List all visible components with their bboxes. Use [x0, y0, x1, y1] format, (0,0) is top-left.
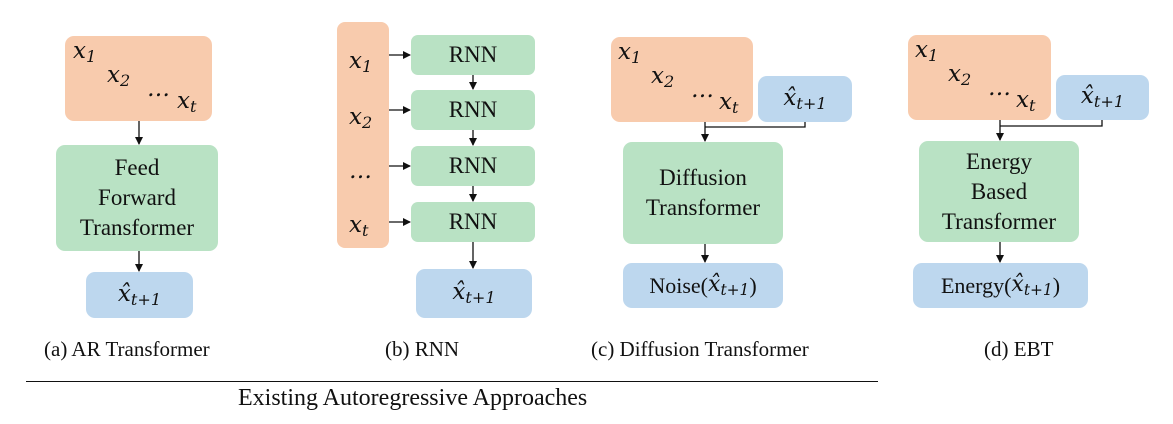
c-candidate-var: x̂t+1: [783, 84, 827, 113]
a-model-line-2: Forward: [98, 185, 176, 210]
a-input-ellipsis: …: [147, 76, 170, 102]
c-input-x1: x1: [618, 39, 642, 68]
c-input-xt: xt: [719, 89, 739, 118]
d-model-line-1: Energy: [965, 148, 1032, 174]
b-input-column: x1 x2 … xt: [337, 22, 389, 248]
a-model-line-3: Transformer: [79, 215, 195, 240]
d-caption: (d) EBT: [984, 337, 1054, 361]
c-input-box: x1 x2 … xt: [611, 37, 753, 122]
b-caption: (b) RNN: [385, 337, 460, 361]
b-rnn-cell-3: RNN: [411, 146, 535, 186]
a-input-xt: xt: [177, 88, 197, 117]
b-rnn-cell-2: RNN: [411, 90, 535, 130]
a-output-box: x̂t+1: [86, 272, 193, 318]
d-candidate-var: x̂t+1: [1080, 83, 1125, 112]
d-input-x2: x2: [948, 61, 972, 90]
c-output-prefix: Noise(: [649, 272, 709, 298]
c-candidate-box: x̂t+1: [758, 76, 852, 122]
d-output-prefix: Energy(: [940, 272, 1012, 298]
d-model-box: Energy Based Transformer: [919, 141, 1079, 242]
b-output-var: x̂t+1: [452, 279, 496, 308]
c-model-box: Diffusion Transformer: [623, 142, 783, 244]
b-rnn-cell-4: RNN: [411, 202, 535, 242]
d-model-line-3: Transformer: [941, 208, 1057, 234]
c-input-ellipsis: …: [691, 77, 714, 103]
c-caption: (c) Diffusion Transformer: [591, 337, 809, 361]
c-output-var: x̂t+1: [708, 272, 750, 299]
d-input-ellipsis: …: [988, 75, 1011, 101]
d-candidate-box: x̂t+1: [1056, 75, 1149, 120]
a-input-x1: x1: [73, 38, 97, 67]
c-arrow-candidate-merge: [705, 122, 806, 128]
b-input-x1: x1: [349, 48, 373, 77]
d-output-box: Energy(x̂t+1): [913, 263, 1088, 308]
a-output-var: x̂t+1: [117, 280, 162, 309]
d-input-box: x1 x2 … xt: [908, 35, 1051, 120]
b-input-x2: x2: [349, 104, 373, 133]
c-model-line-1: Diffusion: [659, 165, 747, 190]
d-output-suffix: ): [1052, 272, 1061, 298]
d-model-line-2: Based: [970, 178, 1028, 204]
c-output-suffix: ): [749, 272, 757, 298]
a-input-box: x1 x2 … xt: [65, 36, 212, 121]
d-input-x1: x1: [915, 37, 939, 66]
a-model-line-1: Feed: [114, 155, 160, 180]
a-caption: (a) AR Transformer: [44, 337, 210, 361]
d-arrow-candidate-merge: [1000, 120, 1103, 127]
a-model-box: Feed Forward Transformer: [56, 145, 218, 251]
b-input-ellipsis: …: [349, 158, 372, 184]
c-input-x2: x2: [651, 63, 675, 92]
b-input-xt: xt: [349, 212, 369, 241]
d-input-xt: xt: [1016, 87, 1036, 116]
b-rnn-cell-1: RNN: [411, 35, 535, 75]
group-divider: [26, 381, 878, 382]
d-output-var: x̂t+1: [1011, 272, 1053, 299]
b-output-box: x̂t+1: [416, 269, 532, 318]
a-input-x2: x2: [107, 62, 131, 91]
c-output-box: Noise(x̂t+1): [623, 263, 783, 308]
c-model-line-2: Transformer: [645, 195, 761, 220]
group-caption: Existing Autoregressive Approaches: [238, 385, 588, 411]
